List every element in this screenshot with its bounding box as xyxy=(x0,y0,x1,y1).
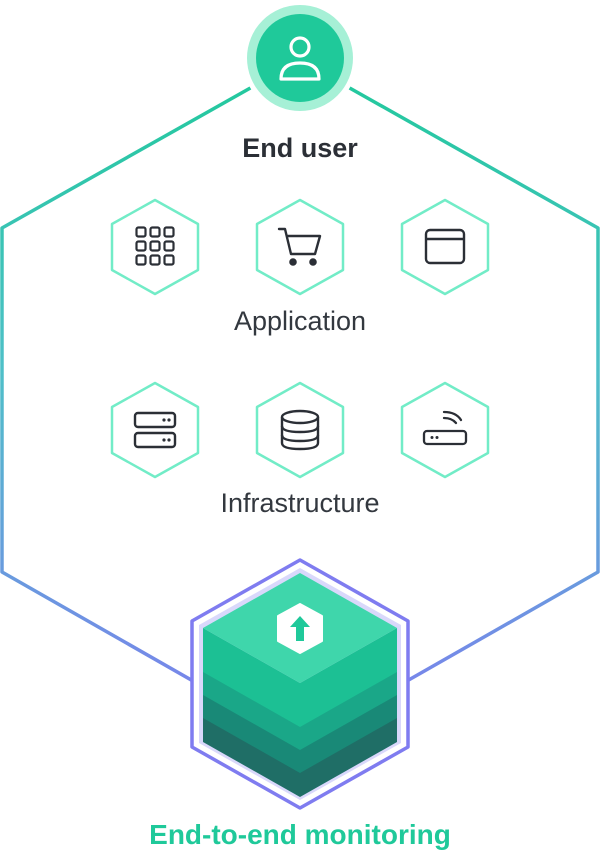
server-rack-tile xyxy=(110,381,200,479)
browser-window-icon xyxy=(424,228,466,265)
end-to-end-monitoring-label: End-to-end monitoring xyxy=(149,819,451,850)
shopping-cart-icon xyxy=(277,227,322,266)
application-label: Application xyxy=(233,306,367,336)
wifi-router-icon xyxy=(422,410,468,446)
app-grid-tile xyxy=(110,198,200,296)
upload-arrow-icon xyxy=(277,603,323,654)
end-user-label: End user xyxy=(242,133,358,163)
database-tile xyxy=(255,381,345,479)
infrastructure-label: Infrastructure xyxy=(220,488,380,518)
user-icon xyxy=(279,36,321,81)
app-grid-icon xyxy=(135,226,175,266)
database-icon xyxy=(280,409,320,451)
shopping-cart-tile xyxy=(255,198,345,296)
wifi-router-tile xyxy=(400,381,490,479)
server-rack-icon xyxy=(133,411,177,449)
end-user-node xyxy=(242,0,358,116)
monitoring-stack xyxy=(190,558,410,810)
browser-window-tile xyxy=(400,198,490,296)
